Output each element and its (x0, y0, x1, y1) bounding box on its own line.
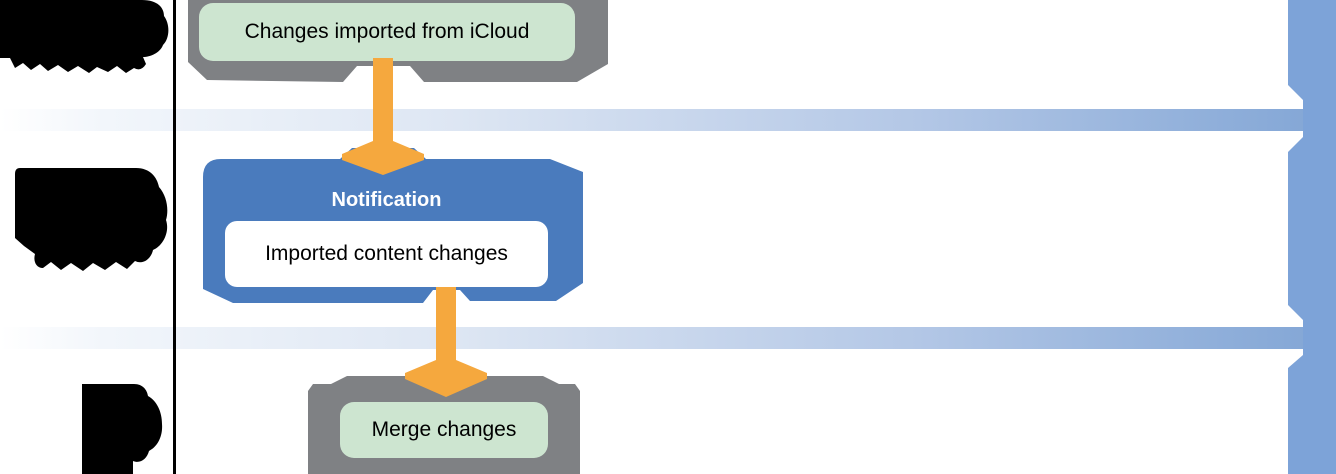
redacted-label-bottom (82, 384, 163, 474)
arrow-notification-to-merge (405, 287, 487, 397)
node-merge-changes: Merge changes (340, 402, 548, 458)
redacted-label-middle (15, 168, 168, 271)
notification-body-text: Imported content changes (265, 242, 508, 265)
node-import-changes: Changes imported from iCloud (199, 3, 575, 61)
notification-title-text: Notification (331, 188, 442, 211)
arrow-import-to-notification (342, 58, 424, 175)
timeline-band-1 (0, 109, 1312, 131)
node-notification-body: Imported content changes (225, 221, 548, 287)
timeline-band-2 (0, 327, 1312, 349)
notification-title: Notification (225, 186, 548, 214)
lane-divider-line (173, 0, 176, 474)
timeline-vertical-bar (1288, 0, 1336, 474)
node-import-label: Changes imported from iCloud (244, 20, 530, 43)
node-merge-label: Merge changes (371, 418, 517, 441)
redacted-label-top (0, 0, 169, 73)
